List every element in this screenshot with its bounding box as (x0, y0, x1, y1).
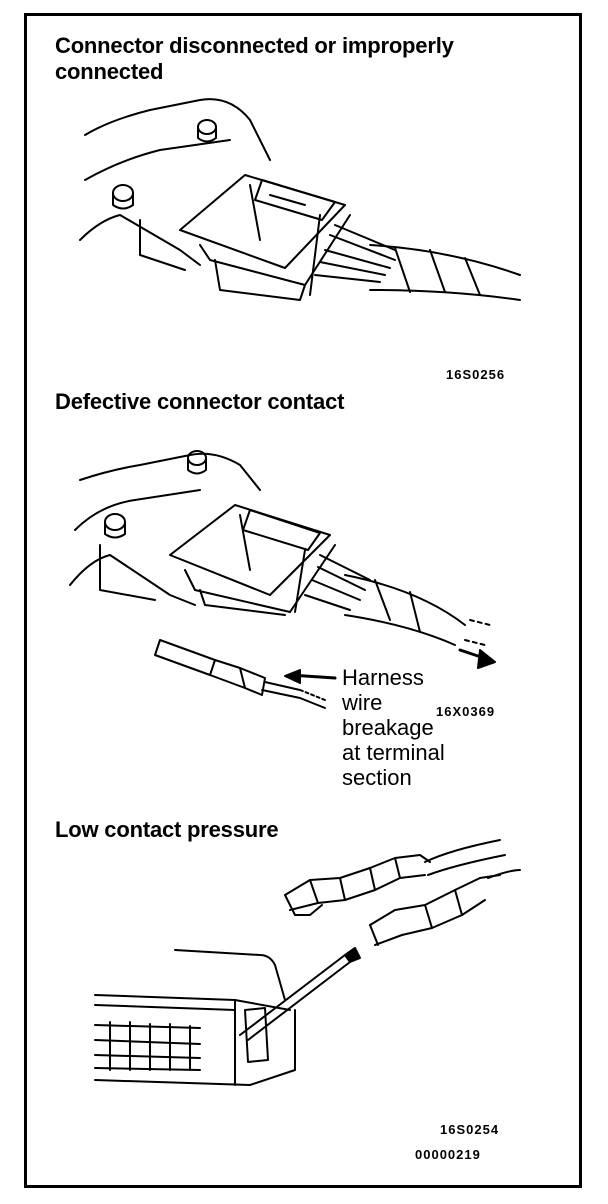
callout-line2: wire (342, 690, 383, 715)
section-2-title: Defective connector contact (55, 389, 345, 414)
section-3-code: 16S0254 (440, 1122, 500, 1137)
callout-line5: section (342, 765, 412, 790)
section-1-title-line2: connected (55, 59, 164, 84)
document-number: 00000219 (415, 1147, 481, 1162)
callout-line4: at terminal (342, 740, 445, 765)
callout-harness-breakage: Harness wire breakage at terminal sectio… (342, 665, 445, 790)
connector-housing-icon (79, 98, 521, 301)
callout-line1: Harness (342, 665, 424, 690)
section-1-title: Connector disconnected or improperly con… (55, 33, 454, 85)
connector-terminal-icon (69, 450, 496, 709)
figure-frame (24, 13, 582, 1188)
section-2-code: 16X0369 (436, 704, 496, 719)
section-1-title-line1: Connector disconnected or improperly (55, 33, 454, 58)
callout-line3: breakage (342, 715, 434, 740)
terminal-pins-icon (94, 839, 521, 1086)
section-3-title: Low contact pressure (55, 817, 279, 842)
section-1-code: 16S0256 (446, 367, 506, 382)
